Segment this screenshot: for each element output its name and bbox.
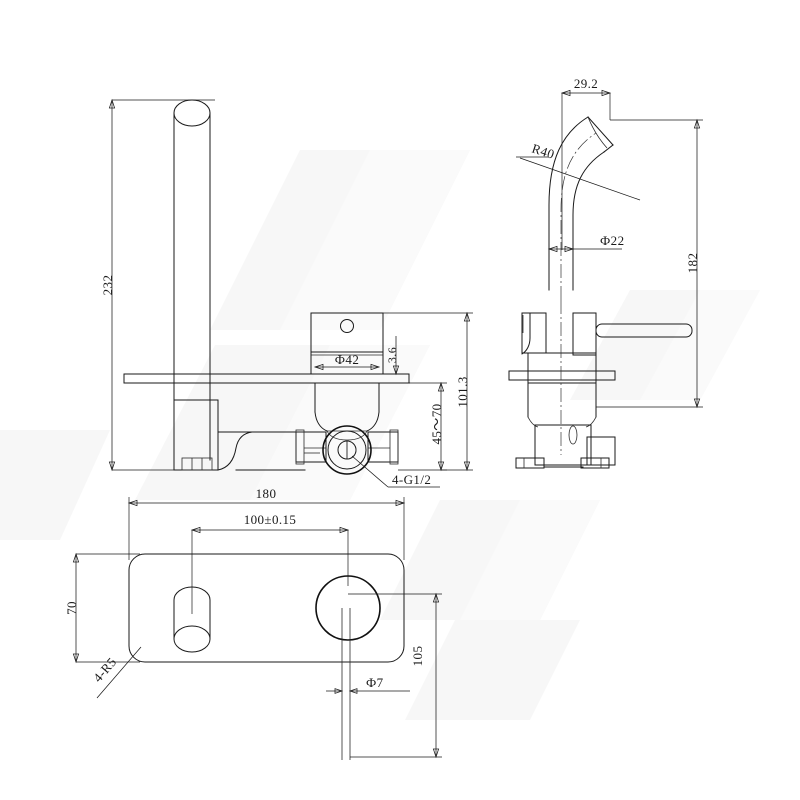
dim-label-height-101-3: 101.3 (455, 376, 470, 407)
dim-label-thickness-3-6: 3.6 (385, 347, 399, 363)
dim-thickness-3-6: 3.6 (385, 336, 410, 384)
mixer-housing-side (508, 300, 693, 469)
dim-label-height-70: 70 (64, 601, 79, 615)
dim-label-spacing-100: 100±0.15 (244, 512, 297, 527)
mixer-body-front (314, 382, 380, 432)
mixer-knob-footprint (315, 575, 381, 641)
dim-label-range-45-70: 45～70 (429, 404, 444, 445)
dim-label-diameter-7: Ф7 (366, 675, 384, 690)
dim-height-182: 182 (596, 118, 703, 409)
spout-base-block (173, 399, 306, 471)
front-elevation-view: 232 (100, 98, 473, 488)
dim-label-diameter-42: Ф42 (335, 352, 359, 367)
callout-label-thread: 4-G1/2 (392, 472, 431, 487)
dim-depth-105: 105 (348, 592, 442, 759)
dim-label-depth-105: 105 (410, 646, 425, 667)
dim-projection-29-2: 29.2 (560, 76, 612, 250)
wall-plate-front (123, 373, 410, 384)
spout-footprint (173, 586, 211, 653)
dim-height-232: 232 (100, 98, 215, 472)
background-watermark (0, 150, 760, 720)
dim-diameter-7: Ф7 (326, 675, 410, 694)
dim-width-180: 180 (127, 486, 406, 560)
side-elevation-view: 29.2 R40 (508, 76, 703, 469)
callout-corner-radius: 4-R5 (90, 646, 142, 699)
valve-cross-section (295, 425, 399, 475)
dim-label-diameter-22: Ф22 (600, 233, 624, 248)
dim-label-radius-r40: R40 (530, 141, 556, 162)
dim-diameter-22: Ф22 (547, 233, 624, 253)
pin-footprint (341, 608, 351, 760)
dim-range-45-70: 45～70 (398, 381, 447, 472)
dim-diameter-42: Ф42 (313, 352, 381, 371)
plan-plate-view: 180 100±0.15 (64, 486, 442, 760)
dim-radius-r40: R40 (516, 141, 641, 201)
dim-spacing-100: 100±0.15 (190, 512, 350, 614)
mixer-cap-front (310, 312, 384, 375)
dim-label-width-180: 180 (256, 486, 277, 501)
callout-label-corner-radius: 4-R5 (90, 654, 119, 685)
dim-height-101-3: 101.3 (383, 311, 473, 472)
dim-label-projection-29-2: 29.2 (574, 76, 598, 91)
plate-outline (128, 553, 405, 663)
dim-height-70: 70 (64, 552, 140, 664)
dim-label-height-232: 232 (100, 275, 115, 296)
dim-label-height-182: 182 (685, 253, 700, 274)
curved-spout-side (548, 116, 614, 300)
callout-thread-4-g12: 4-G1/2 (351, 455, 440, 488)
